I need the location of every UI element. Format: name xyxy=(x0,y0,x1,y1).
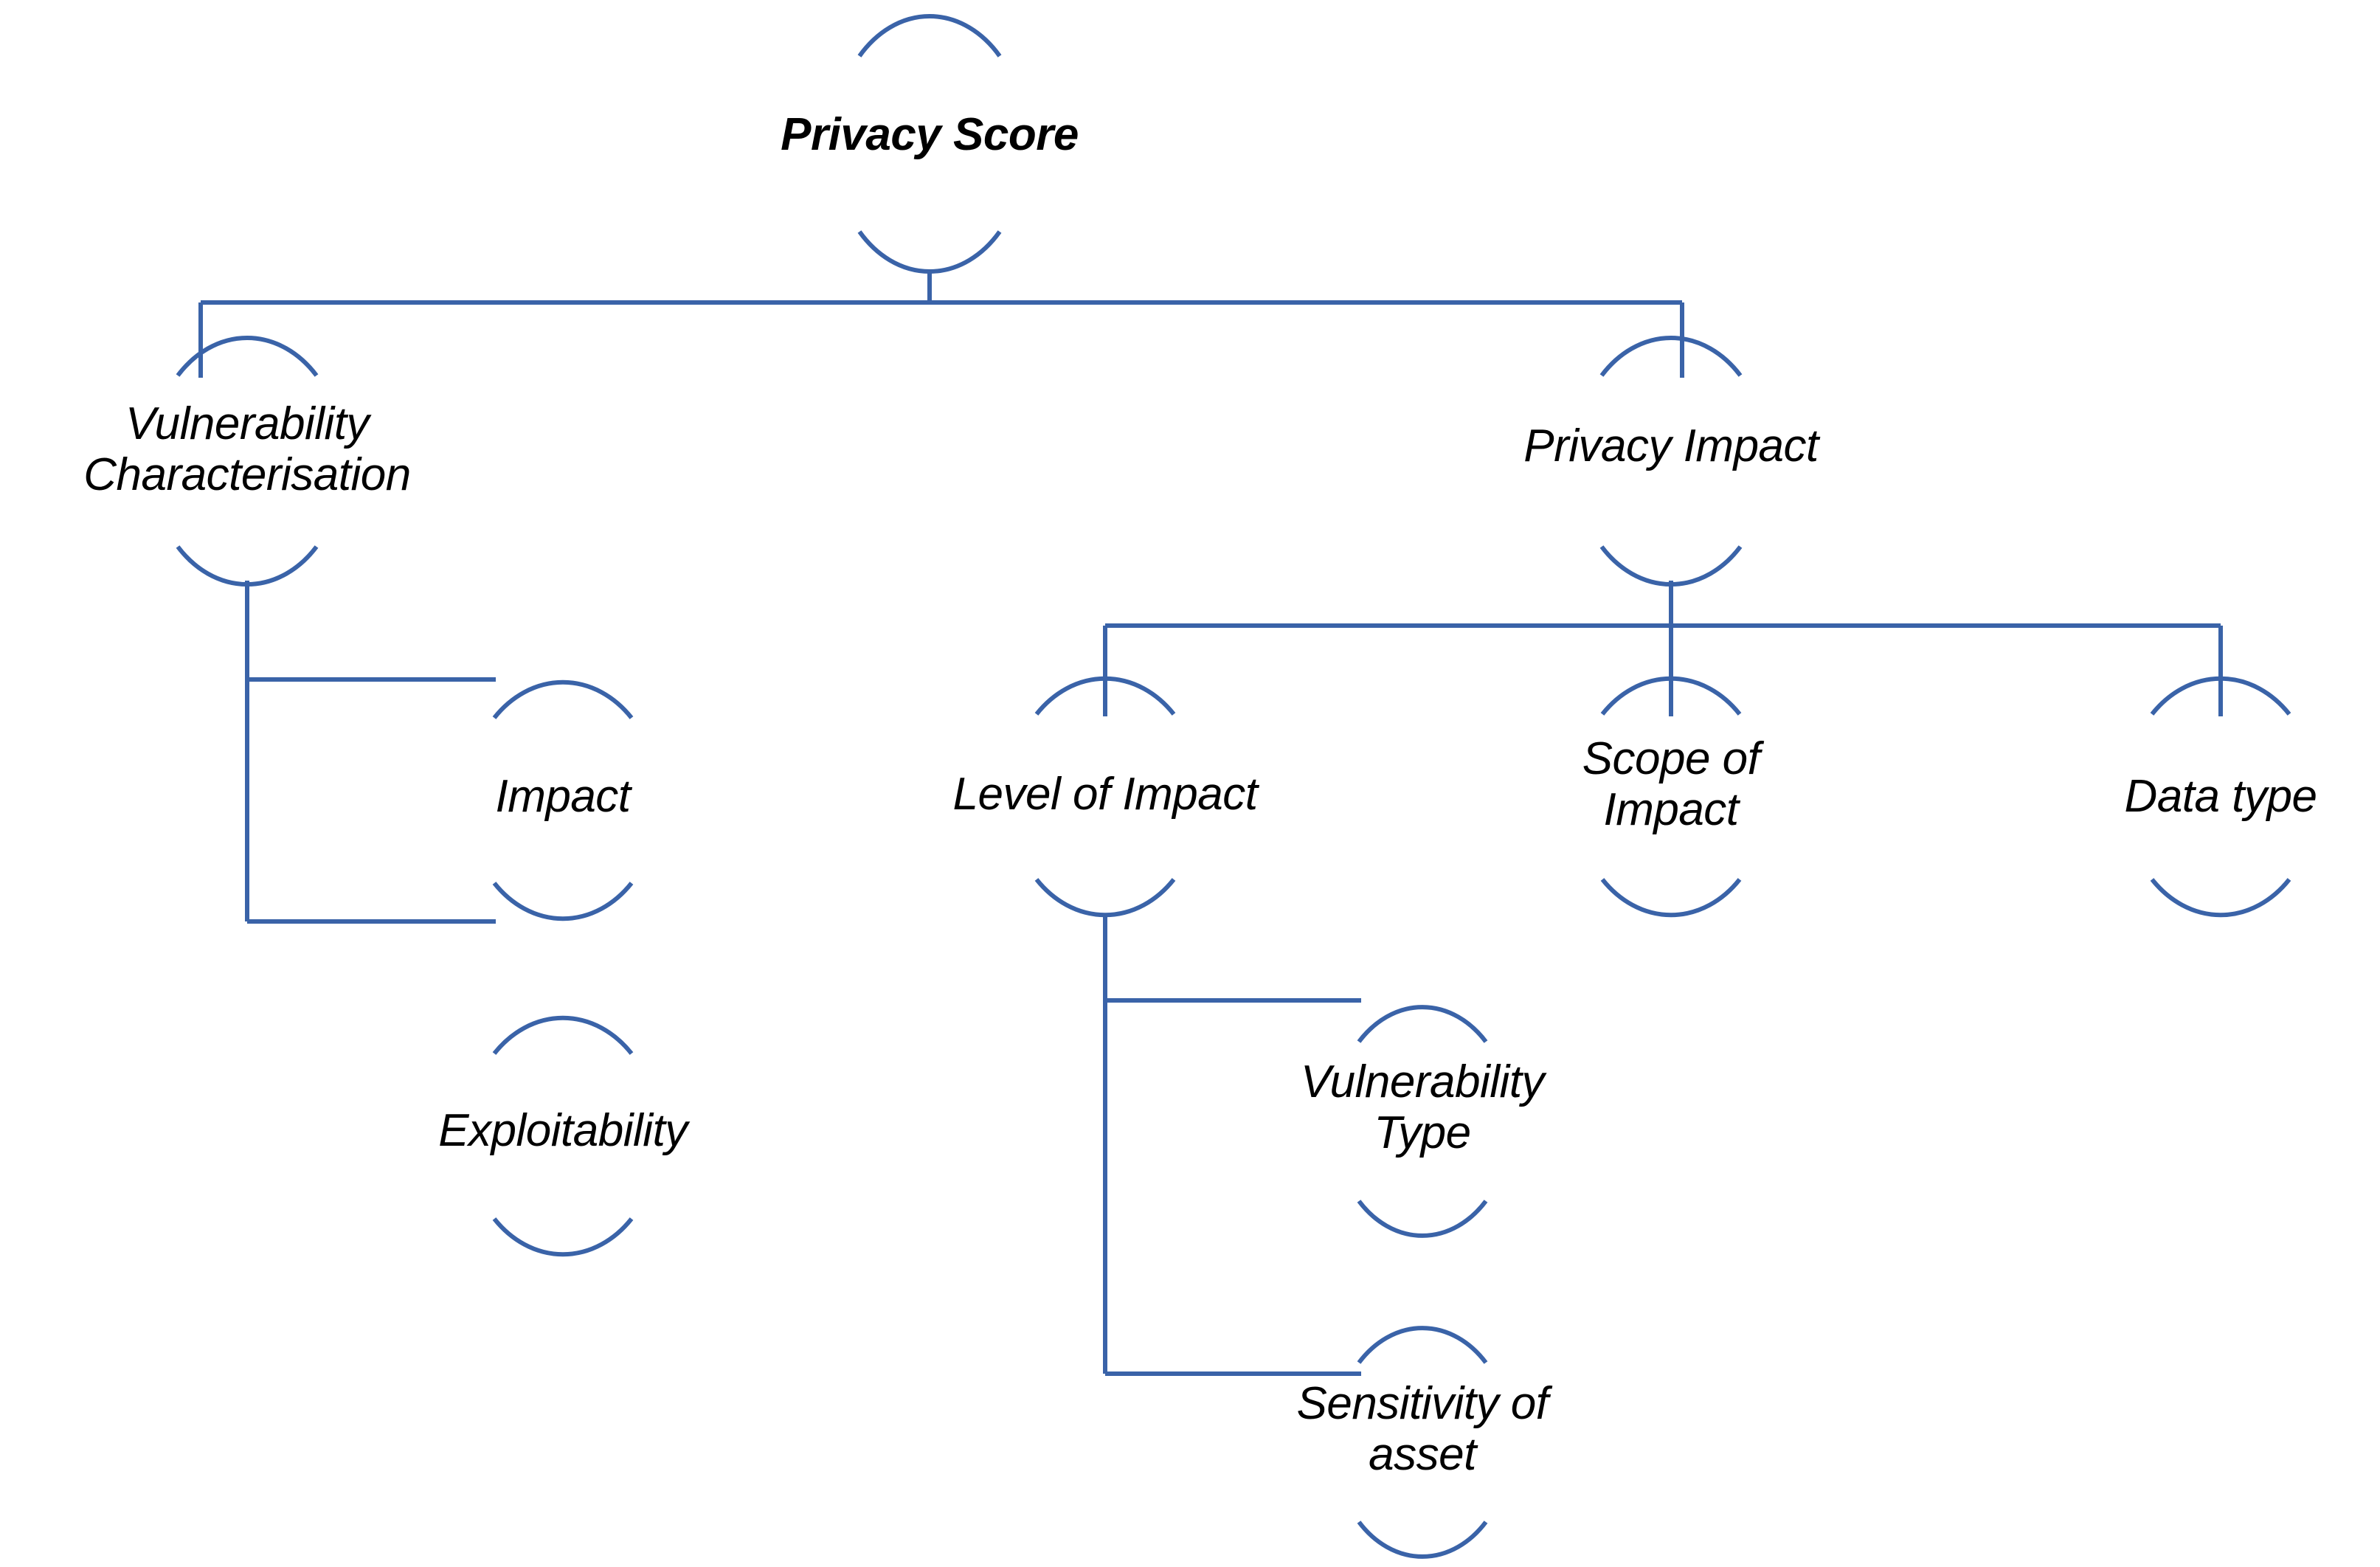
node-outline-vulnerability-type xyxy=(1357,1005,1488,1238)
edge-privacy-score-to-children xyxy=(198,269,1684,378)
edge-vulnerability-characterisation-to-children xyxy=(245,581,496,924)
node-outline-privacy-score xyxy=(857,14,1002,274)
node-outline-privacy-impact xyxy=(1599,336,1743,587)
node-outline-exploitability xyxy=(492,1015,634,1257)
edge-privacy-impact-to-children xyxy=(1103,581,2223,716)
node-outline-impact xyxy=(492,679,634,921)
node-outline-sensitivity-of-asset xyxy=(1357,1326,1488,1559)
edge-level-of-impact-to-children xyxy=(1103,913,1361,1376)
